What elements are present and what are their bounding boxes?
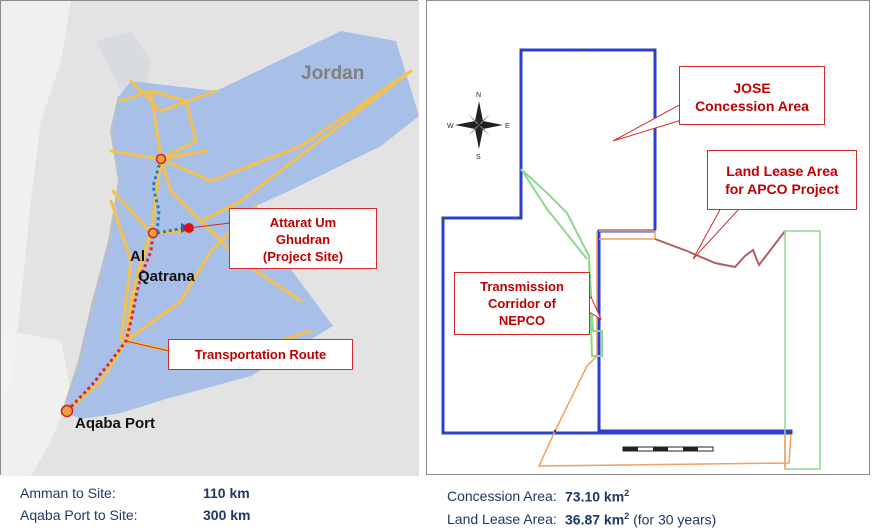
compass-w: W xyxy=(447,123,454,130)
transportation-route-callout: Transportation Route xyxy=(168,339,353,370)
amman-site-route xyxy=(151,158,163,234)
stat-unit-power: 2 xyxy=(624,511,630,521)
lease-boundary xyxy=(599,230,656,240)
callout-line: JOSE xyxy=(733,80,771,96)
country-label: Jordan xyxy=(301,63,365,84)
land-lease-callout: Land Lease Area for APCO Project xyxy=(707,150,857,210)
stat-label: Amman to Site: xyxy=(20,485,116,501)
concession-area-callout: JOSE Concession Area xyxy=(679,66,825,125)
stat-label: Aqaba Port to Site: xyxy=(20,507,138,523)
stat-value: 73.10 km2 xyxy=(565,488,629,505)
location-map: Jordan Al Qatrana Aqaba Port Attarat Um … xyxy=(0,0,419,476)
stat-label: Concession Area: xyxy=(447,488,557,504)
stat-value: 300 km xyxy=(203,507,251,523)
callout-line: for APCO Project xyxy=(725,181,839,197)
callout-line: Ghudran xyxy=(275,232,331,247)
stat-label: Land Lease Area: xyxy=(447,511,557,527)
transportation-route xyxy=(65,232,155,413)
callout-line: NEPCO xyxy=(498,313,546,328)
callout-line: Land Lease Area xyxy=(726,163,838,179)
callout-line: Transportation Route xyxy=(194,347,327,362)
callout-line: Attarat Um xyxy=(269,215,337,230)
stat-value: 36.87 km2 (for 30 years) xyxy=(565,511,716,528)
compass-e: E xyxy=(505,123,510,130)
stat-value: 110 km xyxy=(203,485,250,501)
concession-boundary xyxy=(441,48,793,435)
port-label: Aqaba Port xyxy=(75,415,156,432)
site-label-line1: Al xyxy=(130,248,145,265)
compass-n: N xyxy=(476,92,481,99)
compass-s: S xyxy=(476,154,481,161)
concession-plan: N S E W JOSE Concession Area Land Lease … xyxy=(426,0,870,475)
stat-unit-power: 2 xyxy=(624,488,630,498)
stat-number: 73.10 km xyxy=(565,488,625,505)
callout-line: (Project Site) xyxy=(262,249,344,264)
compass-rose-icon xyxy=(455,101,503,149)
aqaba-marker xyxy=(60,404,74,418)
stat-number: 36.87 km xyxy=(565,511,625,528)
concession-plan-graphic: N S E W xyxy=(441,48,821,470)
callout-line: Transmission xyxy=(480,279,564,294)
qatrana-marker xyxy=(147,227,159,239)
project-site-callout: Attarat Um Ghudran (Project Site) xyxy=(229,208,377,269)
site-label-line2: Qatrana xyxy=(138,268,195,285)
amman-marker xyxy=(155,153,167,165)
transmission-corridor-callout: Transmission Corridor of NEPCO xyxy=(454,272,590,335)
lease-line-east xyxy=(654,230,786,269)
stat-suffix: (for 30 years) xyxy=(629,511,717,528)
callout-line: Corridor of xyxy=(488,296,556,311)
transmission-corridor xyxy=(522,170,603,357)
callout-line: Concession Area xyxy=(695,98,809,114)
